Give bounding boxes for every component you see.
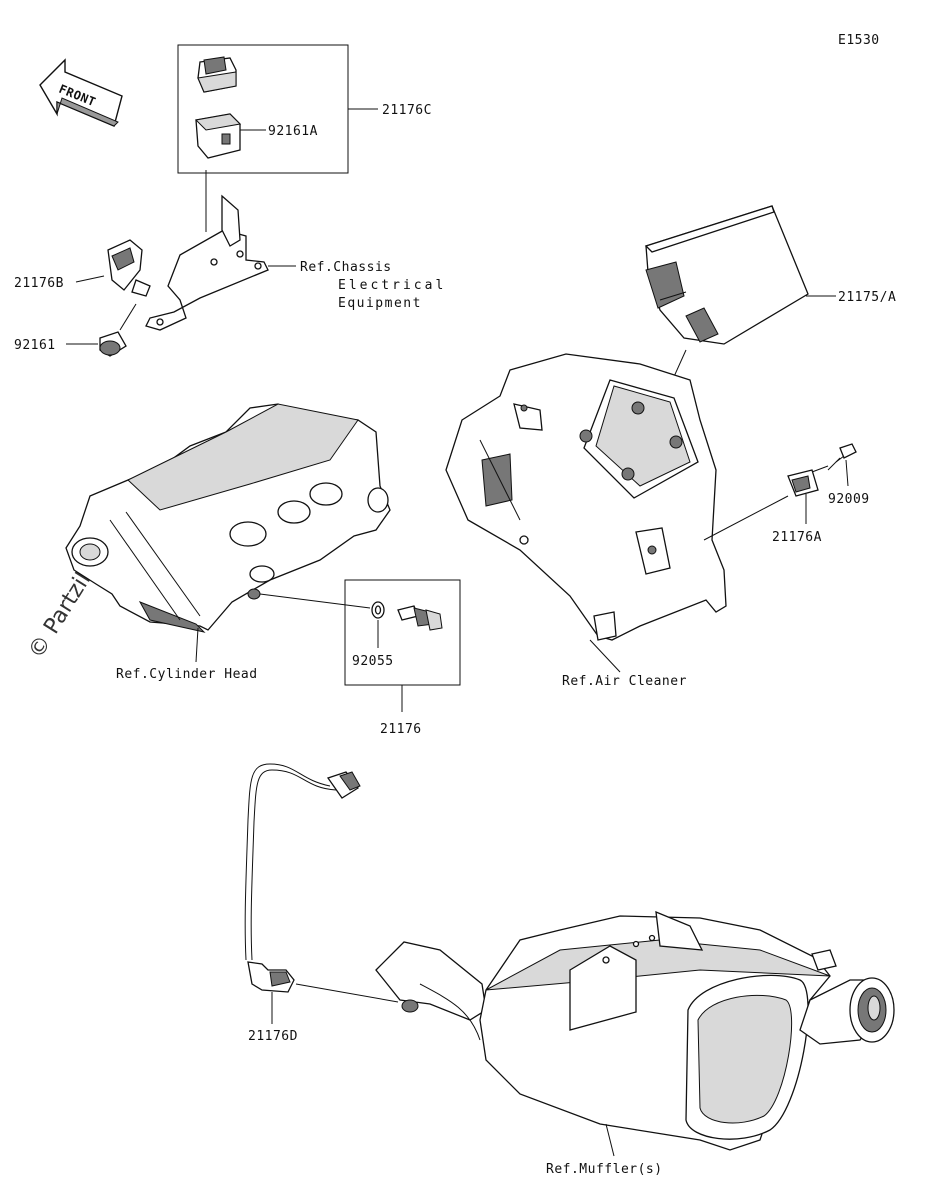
label-92161: 92161: [14, 338, 56, 353]
label-21176: 21176: [380, 722, 422, 737]
label-92055: 92055: [352, 654, 394, 669]
relay-92161A: [194, 113, 242, 159]
label-ref-air-cleaner: Ref.Air Cleaner: [562, 674, 687, 689]
label-ref-chassis-2: Electrical: [338, 278, 446, 293]
label-21176C: 21176C: [382, 103, 432, 118]
box-21176: [344, 579, 461, 686]
relay-bracket: [145, 194, 269, 331]
label-ref-chassis-1: Ref.Chassis: [300, 260, 392, 275]
air-cleaner: [445, 353, 727, 641]
sensor-21176A: [787, 465, 829, 497]
o2-sensor-21176D: [244, 763, 361, 993]
connector-21176B: [107, 239, 151, 297]
cylinder-head: [65, 403, 391, 633]
label-21176A: 21176A: [772, 530, 822, 545]
relay-top: [197, 56, 237, 93]
label-ref-muffler: Ref.Muffler(s): [546, 1162, 663, 1177]
label-ref-cylinder-head: Ref.Cylinder Head: [116, 667, 258, 682]
muffler: [375, 910, 895, 1151]
label-21175A: 21175/A: [838, 290, 896, 305]
washer-92055: [371, 601, 385, 619]
label-92161A: 92161A: [268, 124, 318, 139]
label-92009: 92009: [828, 492, 870, 507]
label-ref-chassis-3: Equipment: [338, 296, 422, 311]
ecu-21175A: [644, 205, 809, 345]
label-21176B: 21176B: [14, 276, 64, 291]
sensor-21176: [397, 605, 443, 631]
sensor-92161: [99, 303, 137, 357]
label-21176D: 21176D: [248, 1029, 298, 1044]
diagram-code: E1530: [838, 33, 880, 48]
front-arrow-icon: FRONT: [39, 58, 123, 127]
bolt-92009: [827, 443, 857, 471]
